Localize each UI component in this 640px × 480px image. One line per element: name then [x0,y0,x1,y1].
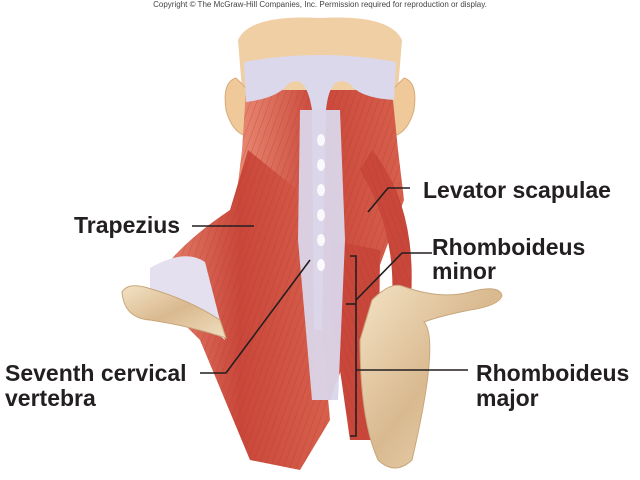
levator-scapulae [360,150,412,310]
label-levator-scapulae: Levator scapulae [423,177,611,203]
label-rhomboideus-major-line1: Rhomboideus [476,360,630,386]
label-seventh-cervical-line1: Seventh cervical [5,360,187,386]
label-rhomboideus-minor-line1: Rhomboideus [432,234,586,260]
label-seventh-cervical-line2: vertebra [5,385,96,411]
spine-tendon [298,110,345,400]
leader-lines [192,187,468,437]
copyright-notice: Copyright © The McGraw-Hill Companies, I… [153,0,487,9]
label-trapezius: Trapezius [74,212,181,238]
label-rhomboideus-minor-line2: minor [432,258,496,284]
right-scapula [359,284,503,469]
label-rhomboideus-major-line2: major [476,385,539,411]
left-scapula-tip [121,285,227,339]
